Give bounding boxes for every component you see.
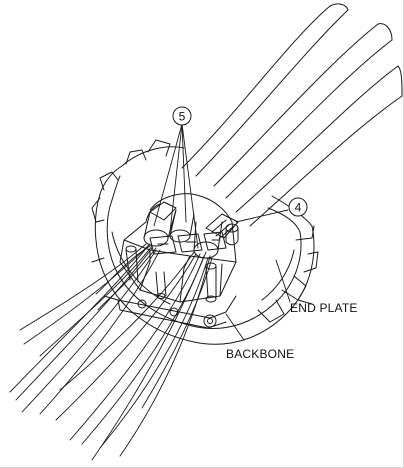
callout-5-text: 5 <box>179 110 186 124</box>
callout-4: 4 <box>288 197 308 217</box>
callout-5: 5 <box>172 106 192 126</box>
wire-bundle-left <box>9 243 161 415</box>
callout-4-text: 4 <box>295 201 302 215</box>
end-plate-label: END PLATE <box>290 301 358 315</box>
leader-lines <box>153 123 291 341</box>
backbone-label: BACKBONE <box>226 347 294 361</box>
wire-bundle-right <box>55 251 213 461</box>
cable-bundle <box>181 3 403 227</box>
